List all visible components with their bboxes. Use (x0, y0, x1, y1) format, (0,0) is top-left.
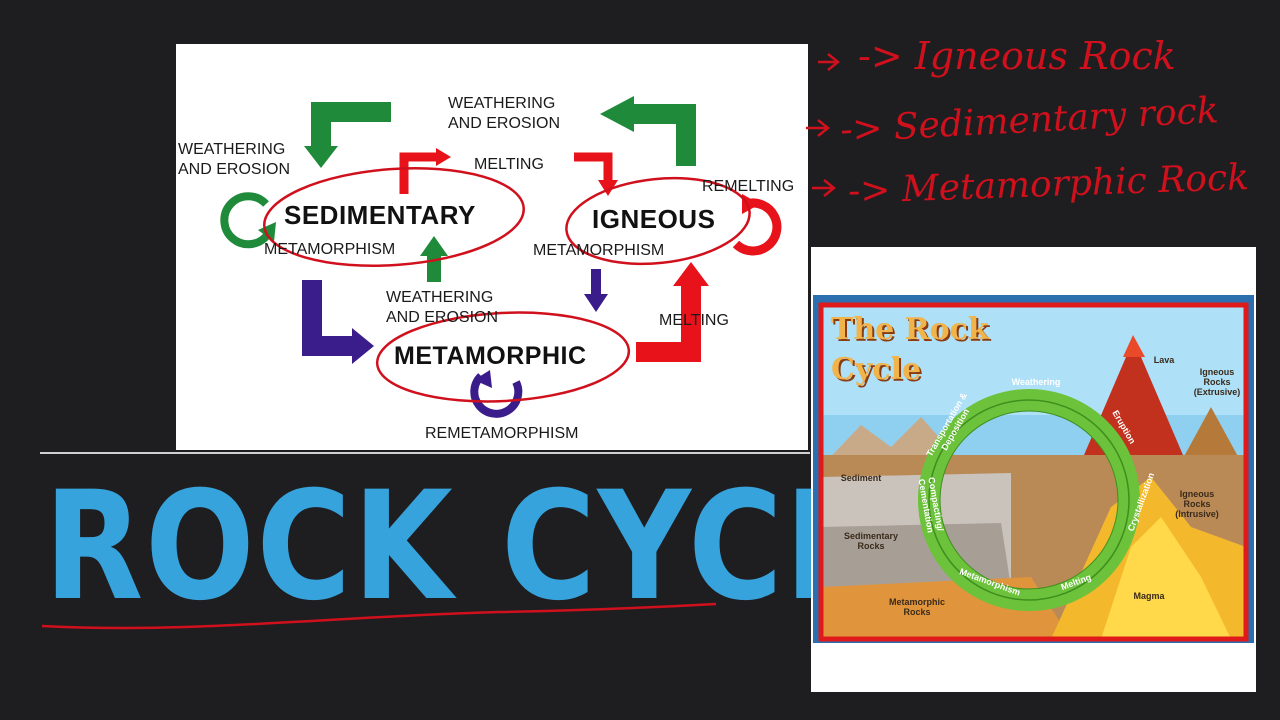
green-loop-arrow (220, 192, 272, 249)
diagram-arrows (220, 96, 782, 418)
green-up-arrow (427, 254, 441, 282)
label-sediment: Sediment (840, 473, 882, 483)
label-metamorphic-rocks: Metamorphic Rocks (888, 597, 945, 617)
purple-loop-head (474, 370, 492, 388)
ink-circle-sedimentary (263, 167, 525, 267)
purple-loop (470, 373, 523, 418)
label-weathering-left: WEATHERING AND EROSION (178, 141, 291, 178)
label-lava: Lava (1153, 355, 1175, 365)
label-weathering-mid: WEATHERING AND EROSION (386, 289, 499, 326)
label-igneous-intrusive: Igneous Rocks (Intrusive) (1175, 489, 1219, 519)
red-arrow-melting-top (399, 152, 438, 194)
label-metamorphism-right: METAMORPHISM (533, 242, 665, 259)
poster-art (813, 295, 1254, 643)
label-magma: Magma (1133, 591, 1165, 601)
node-sedimentary: SEDIMENTARY (284, 200, 476, 230)
purple-head-1 (352, 328, 374, 364)
node-igneous: IGNEOUS (592, 204, 716, 234)
handwritten-notes: -> Igneous Rock -> Sedimentary rock -> M… (800, 20, 1270, 230)
label-weathering-top: WEATHERING AND EROSION (448, 95, 561, 132)
rock-cycle-poster: The Rock Cycle Weathering Eruption Cryst… (811, 247, 1256, 692)
purple-arrow-left (302, 280, 354, 356)
green-arrow-top-right (631, 104, 696, 166)
red-head-2 (598, 180, 618, 196)
red-arrow-melting-right (636, 284, 701, 362)
note-igneous-rock: -> Igneous Rock (858, 34, 1176, 78)
label-remetamorphism: REMETAMORPHISM (425, 425, 579, 442)
label-melting-top: MELTING (474, 156, 544, 173)
green-arrowhead-2 (600, 96, 634, 132)
rock-cycle-diagram: SEDIMENTARY IGNEOUS METAMORPHIC WEATHERI… (176, 44, 808, 450)
label-remelting: REMELTING (702, 178, 795, 195)
node-metamorphic: METAMORPHIC (394, 342, 587, 370)
green-arrowhead-1 (304, 146, 338, 168)
poster-title-line1: The Rock (831, 312, 989, 347)
ink-circle-metamorphic (375, 311, 631, 403)
divider-line (40, 452, 810, 454)
red-head-3 (673, 262, 709, 286)
label-metamorphism-left: METAMORPHISM (264, 241, 396, 258)
green-up-head (420, 236, 448, 256)
label-igneous-extrusive: Igneous Rocks (Extrusive) (1193, 367, 1241, 397)
red-head-1 (436, 148, 451, 166)
red-arrow-melting-top-2 (574, 152, 613, 182)
purple-down-arrow (591, 269, 601, 295)
ink-circle-igneous (565, 176, 751, 266)
label-melting-right: MELTING (659, 312, 729, 329)
note-arrows (806, 53, 841, 197)
title-underline (41, 602, 717, 630)
label-sedimentary-rocks: Sedimentary Rocks (843, 531, 899, 551)
step-weathering: Weathering (1011, 377, 1061, 387)
red-remelting-loop (732, 198, 782, 256)
green-arrow-top-left (311, 102, 391, 149)
red-loop-head (742, 194, 760, 214)
poster-title-line2: Cycle (831, 352, 922, 387)
purple-down-head (584, 294, 608, 312)
page-title: ROCK CYCLE (44, 460, 959, 634)
